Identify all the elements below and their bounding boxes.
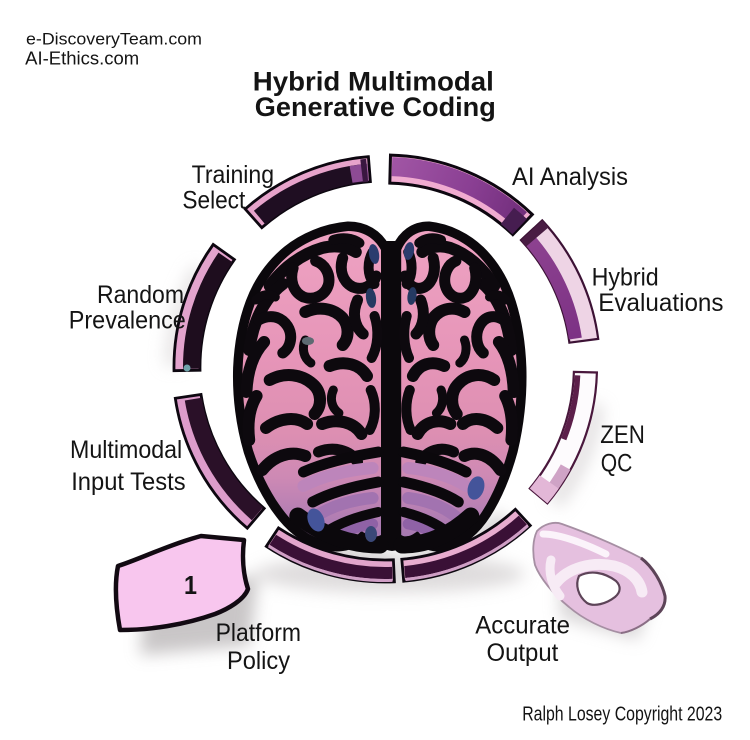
svg-text:AI-Ethics.com: AI-Ethics.com <box>25 47 139 68</box>
svg-text:Output: Output <box>487 639 559 667</box>
svg-text:ZEN: ZEN <box>600 421 645 449</box>
svg-text:QC: QC <box>601 450 633 478</box>
svg-text:AI Analysis: AI Analysis <box>512 163 628 191</box>
svg-text:Policy: Policy <box>227 647 290 675</box>
svg-text:Accurate: Accurate <box>475 611 570 639</box>
svg-text:Hybrid Multimodal: Hybrid Multimodal <box>253 67 494 97</box>
svg-text:Platform: Platform <box>216 619 301 647</box>
svg-text:Input Tests: Input Tests <box>71 468 185 496</box>
svg-text:Training: Training <box>192 161 275 189</box>
svg-text:Random: Random <box>97 281 184 309</box>
svg-text:Multimodal: Multimodal <box>70 436 182 464</box>
svg-text:e-DiscoveryTeam.com: e-DiscoveryTeam.com <box>26 31 202 49</box>
svg-text:Select: Select <box>182 187 245 215</box>
svg-text:Evaluations: Evaluations <box>598 289 723 317</box>
svg-text:Ralph Losey Copyright 2023: Ralph Losey Copyright 2023 <box>522 704 722 726</box>
svg-text:Prevalence: Prevalence <box>69 306 186 334</box>
svg-text:Hybrid: Hybrid <box>592 264 659 292</box>
svg-text:Generative Coding: Generative Coding <box>255 92 496 122</box>
svg-text:1: 1 <box>184 570 197 600</box>
